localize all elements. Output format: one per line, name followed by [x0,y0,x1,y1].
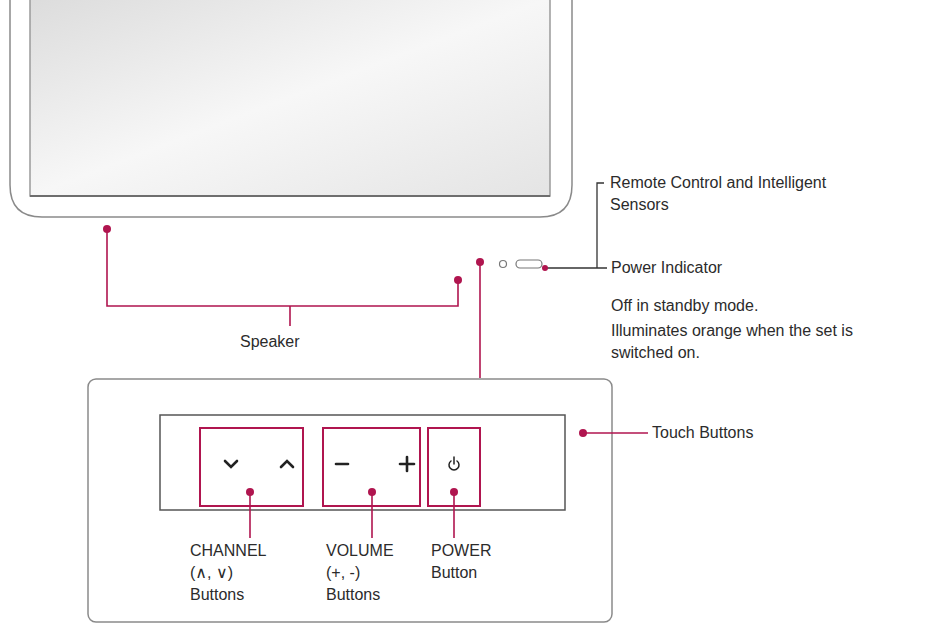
power-symbol [449,457,459,470]
button-symbols [225,457,414,471]
button-boxes [200,428,480,506]
sensor-leader [544,183,607,268]
callout-label: Touch Buttons [652,422,812,444]
button-label: POWER Button [431,540,503,584]
button-label: VOLUME (+, -) Buttons [326,540,408,606]
remote-sensor [516,260,542,268]
touch-leader [479,262,481,378]
note-text: Illuminates orange when the set is switc… [611,320,866,364]
tv-screen [30,0,550,196]
power-indicator-lamp [500,261,507,268]
button-label: CHANNEL (∧, ∨) Buttons [190,540,272,606]
speaker-leader [107,229,458,326]
inset-panel [88,379,612,622]
callout-label: Speaker [240,331,360,353]
button-strip [160,415,565,510]
callout-label: Power Indicator [611,257,811,279]
button-leaders [250,433,648,538]
note-text: Off in standby mode. [611,295,871,317]
callout-label: Remote Control and Intelligent Sensors [610,172,840,216]
screen-edge [30,195,550,197]
